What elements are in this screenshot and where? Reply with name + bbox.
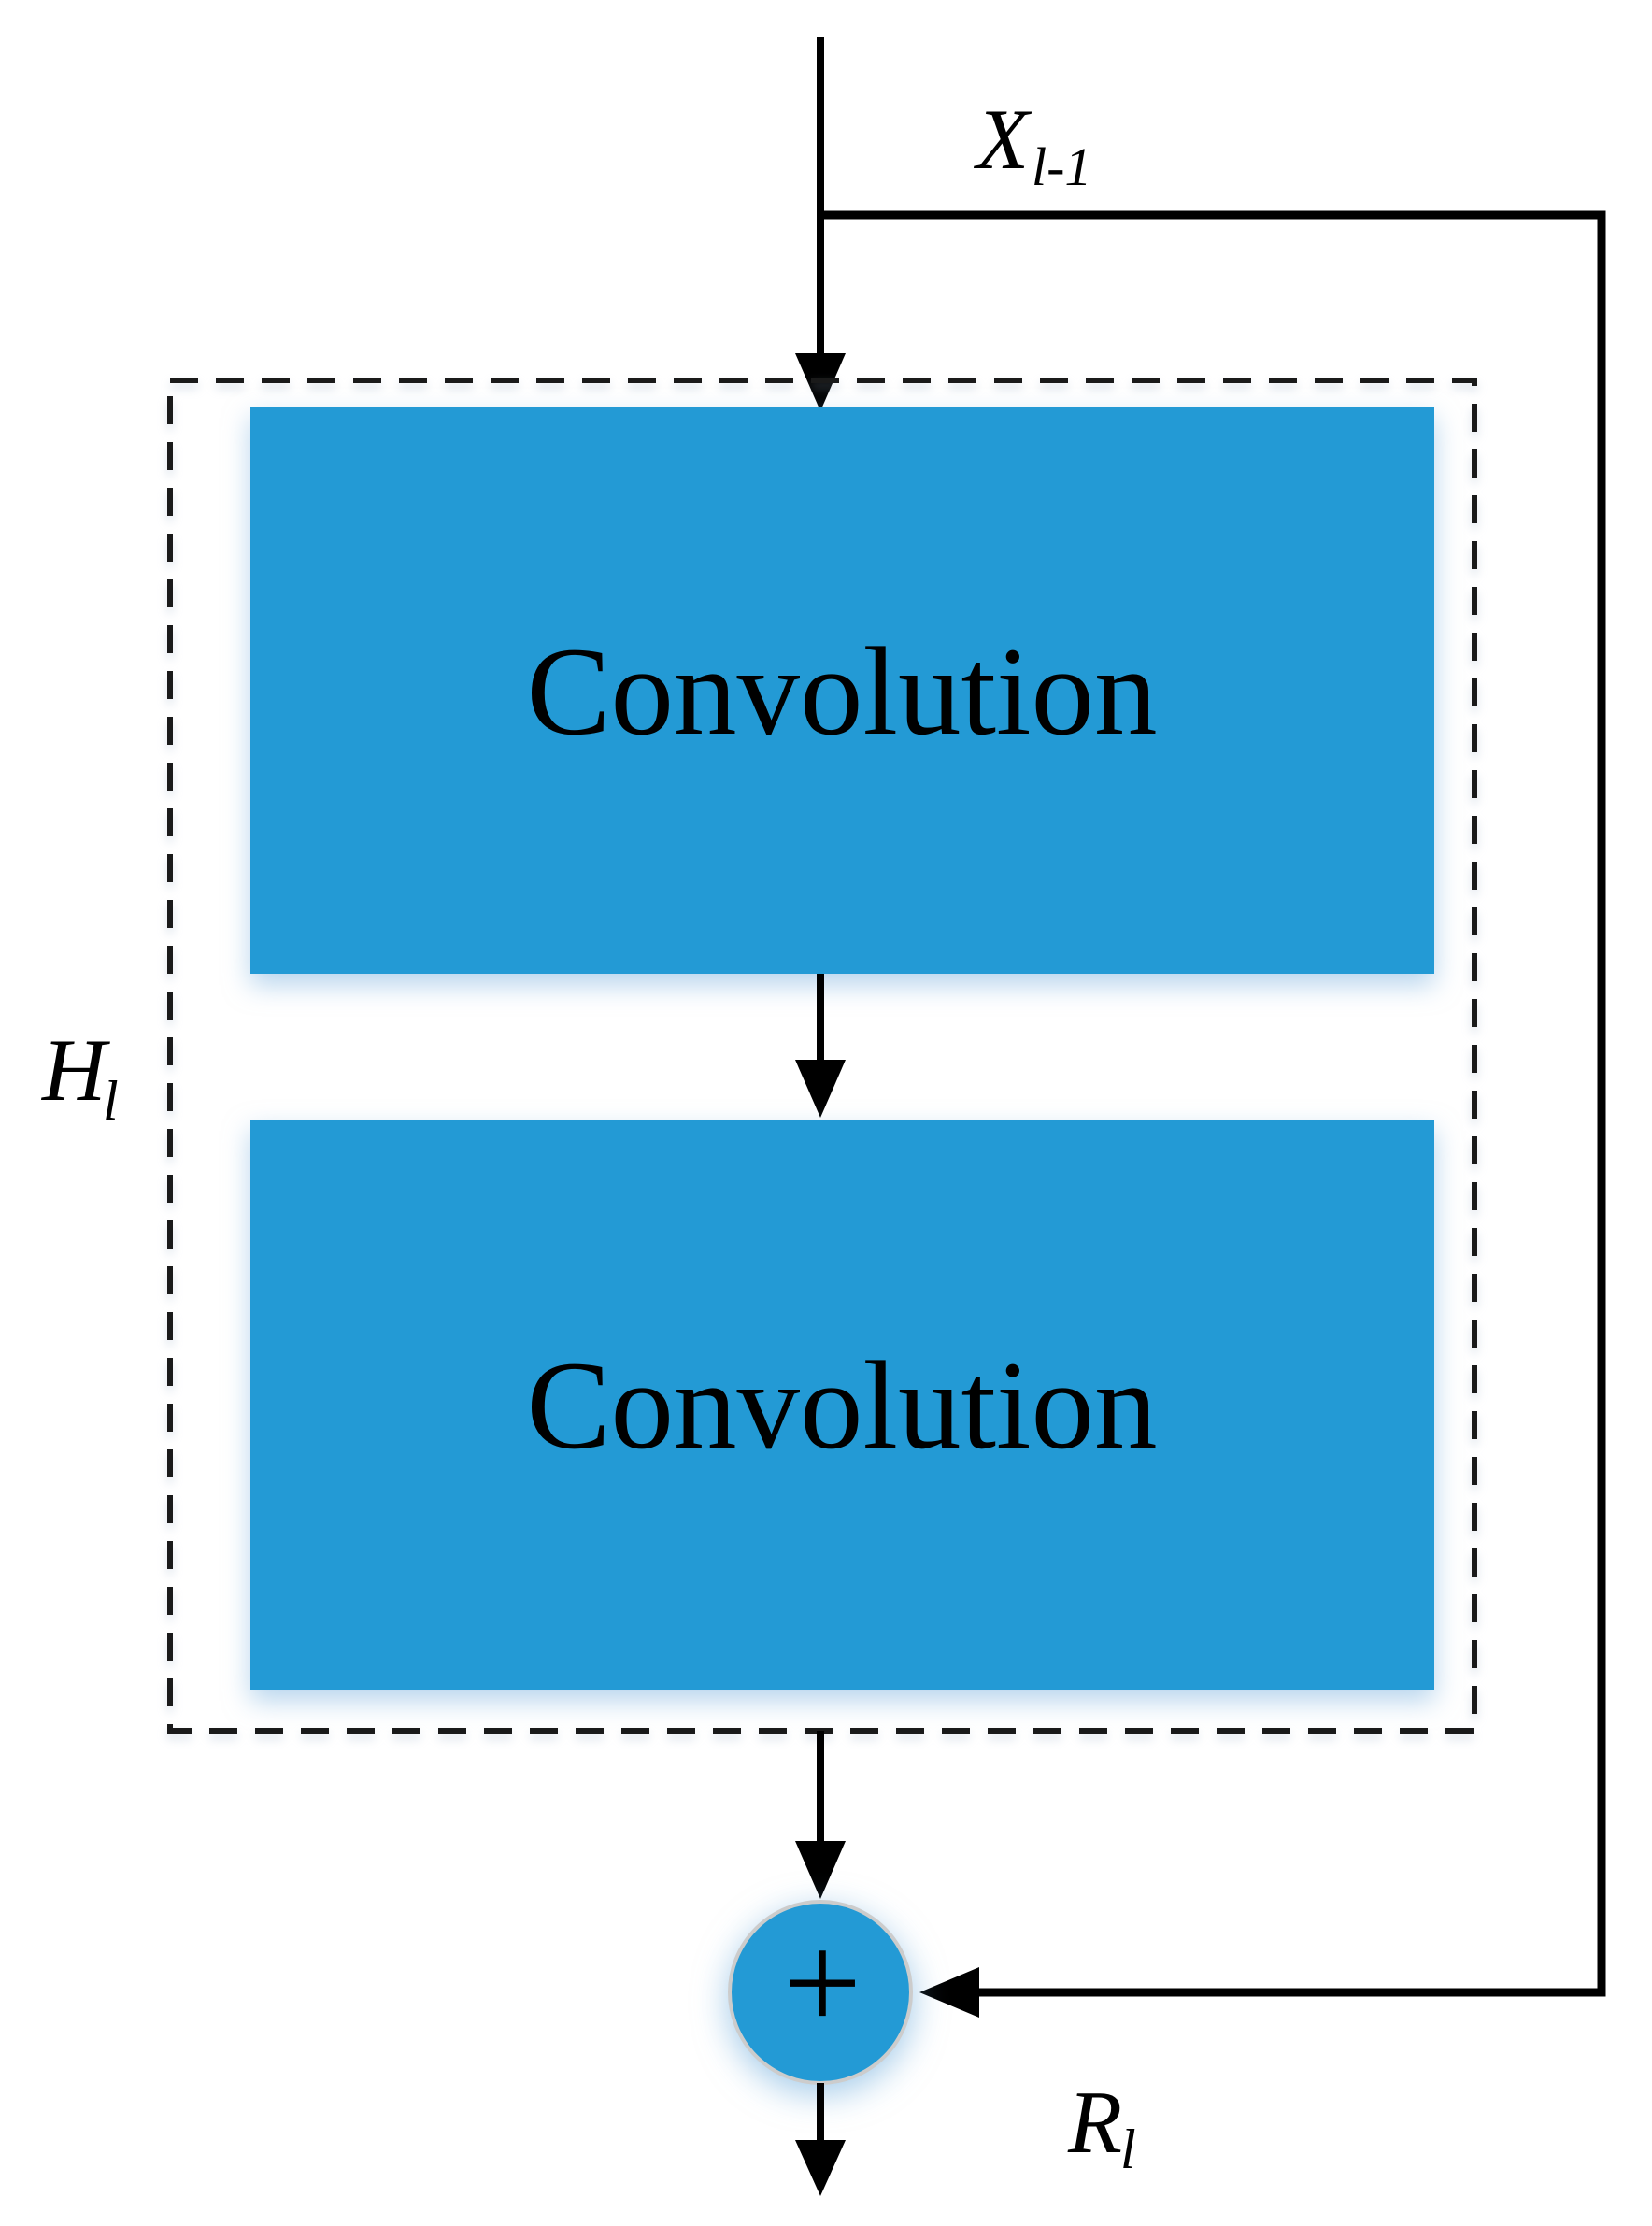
conv2-box xyxy=(250,1120,1434,1690)
conv2-label: Convolution xyxy=(526,1336,1157,1476)
inter-conv-arrowhead-icon xyxy=(795,1060,846,1118)
plus-operator-icon: + xyxy=(783,1905,862,2061)
mapping-label-main: H xyxy=(40,1020,110,1120)
block-output-arrow xyxy=(795,1731,846,1899)
output-label: R l xyxy=(1067,2073,1136,2180)
output-arrow xyxy=(795,2083,846,2196)
input-arrow xyxy=(795,37,846,411)
inter-conv-arrow xyxy=(795,974,846,1118)
conv1-box xyxy=(250,407,1434,974)
mapping-label-sub: l xyxy=(103,1070,119,1132)
output-arrowhead-icon xyxy=(795,2140,846,2196)
input-label: X l-1 xyxy=(973,92,1091,197)
block-output-arrowhead-icon xyxy=(795,1841,846,1899)
input-label-main: X xyxy=(973,92,1032,187)
output-label-sub: l xyxy=(1120,2119,1136,2180)
output-label-main: R xyxy=(1067,2073,1122,2172)
mapping-label: H l xyxy=(40,1020,119,1132)
conv1-label: Convolution xyxy=(526,622,1157,762)
input-label-sub: l-1 xyxy=(1032,136,1091,197)
skip-connection-line xyxy=(820,210,1606,1997)
skip-connection-arrowhead-icon xyxy=(919,1967,979,2018)
